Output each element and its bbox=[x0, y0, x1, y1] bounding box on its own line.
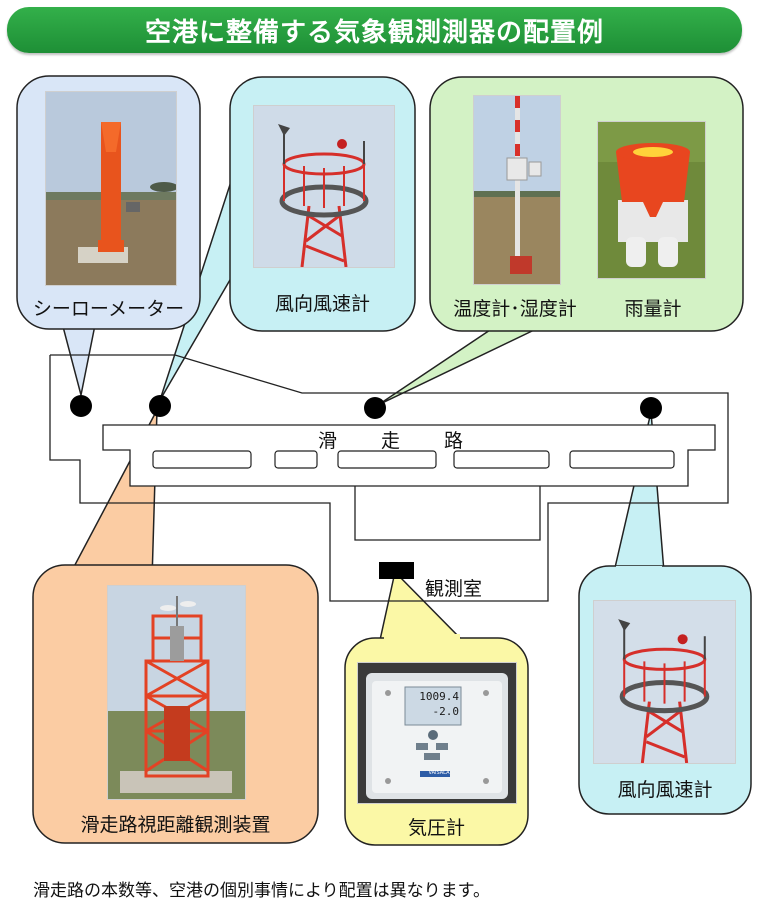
runway-segment bbox=[569, 450, 675, 469]
runway-strip bbox=[102, 424, 716, 541]
thermometer-photo bbox=[473, 95, 561, 285]
footnote: 滑走路の本数等、空港の個別事情により配置は異なります。 bbox=[33, 881, 490, 901]
barometer-reading-2: -2.0 bbox=[432, 705, 460, 718]
barometer-photo: 1009.4 -2.0 VAISALA bbox=[357, 662, 517, 804]
runway-segment bbox=[337, 450, 437, 469]
wind-sensor-right-label: 風向風速計 bbox=[617, 779, 713, 801]
airport-boundary bbox=[49, 354, 729, 602]
ceilometer-label: シーローメーター bbox=[32, 298, 185, 320]
thermo-rain-bubble-tail bbox=[377, 319, 556, 406]
runway-segment bbox=[152, 450, 252, 469]
wind-marker-right bbox=[640, 397, 662, 419]
rain-gauge-photo bbox=[597, 121, 706, 279]
rain-gauge-label: 雨量計 bbox=[624, 298, 682, 320]
thermo-marker bbox=[364, 397, 386, 419]
rvr-label: 滑走路視距離観測装置 bbox=[80, 814, 271, 836]
ceilometer-marker bbox=[70, 395, 92, 417]
runway-segment bbox=[274, 450, 318, 469]
observation-room-marker bbox=[379, 562, 414, 579]
barometer-reading-1: 1009.4 bbox=[419, 690, 459, 703]
wind-sensor-label: 風向風速計 bbox=[274, 293, 370, 315]
ceilometer-photo bbox=[45, 91, 177, 286]
barometer-brand: VAISALA bbox=[428, 770, 450, 776]
page-title: 空港に整備する気象観測測器の配置例 bbox=[7, 7, 742, 53]
wind-marker-left bbox=[149, 395, 171, 417]
runway-segment bbox=[453, 450, 550, 469]
wind-sensor-right-photo bbox=[593, 600, 736, 764]
observation-room-label: 観測室 bbox=[425, 578, 483, 600]
wind-sensor-photo bbox=[253, 105, 395, 268]
rvr-photo bbox=[107, 585, 246, 800]
thermometer-label: 温度計･湿度計 bbox=[453, 298, 577, 320]
barometer-label: 気圧計 bbox=[407, 817, 465, 839]
runway-label: 滑走路 bbox=[318, 430, 508, 452]
